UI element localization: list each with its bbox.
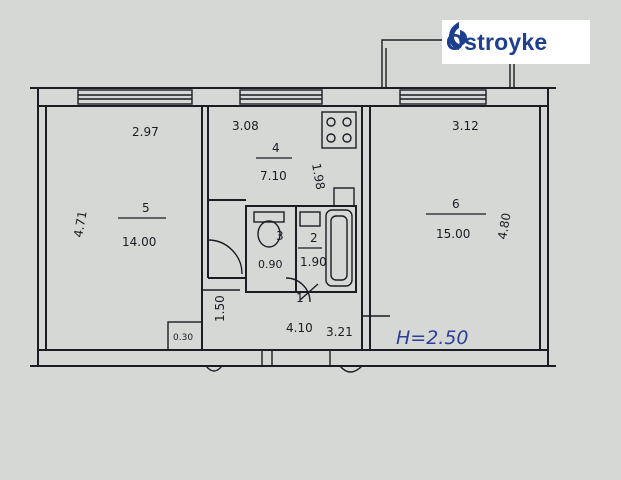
ostroyke-logo-icon — [449, 22, 467, 50]
stove — [321, 111, 357, 149]
bath-number: 2 — [310, 231, 318, 245]
kitchen-number: 4 — [272, 141, 280, 155]
kitchen-width: 3.08 — [232, 119, 259, 133]
hall-area: 4.10 — [286, 321, 313, 335]
kitchen-area: 7.10 — [260, 169, 287, 183]
room-6-width: 3.12 — [452, 119, 479, 133]
hall-depth: 1.50 — [213, 295, 227, 322]
outer-walls — [30, 87, 556, 367]
wc-number: 3 — [276, 229, 284, 243]
doors — [205, 239, 363, 373]
bath-area: 1.90 — [300, 255, 327, 269]
closet-area: 0.30 — [173, 333, 193, 343]
room-6-number: 6 — [452, 197, 460, 211]
hall-width: 3.21 — [326, 325, 353, 339]
bath-fixtures — [253, 209, 353, 287]
room-5-depth: 4.71 — [71, 210, 89, 239]
room-5-number: 5 — [142, 201, 150, 215]
room-6-depth: 4.80 — [495, 212, 513, 241]
kitchen-depth: 1.98 — [309, 162, 327, 191]
room-5-area: 14.00 — [122, 235, 156, 249]
interior-walls — [201, 106, 371, 350]
room-6-area: 15.00 — [436, 227, 470, 241]
wc-area: 0.90 — [258, 258, 283, 271]
hall-number: 1 — [296, 291, 304, 305]
kitchen-sink — [333, 187, 355, 207]
room-5-width: 2.97 — [132, 125, 159, 139]
hall-alcove — [167, 289, 390, 351]
ceiling-height-note: H=2.50 — [396, 327, 469, 349]
ostroyke-logo: Ostroyke — [442, 20, 590, 64]
windows — [77, 89, 487, 105]
